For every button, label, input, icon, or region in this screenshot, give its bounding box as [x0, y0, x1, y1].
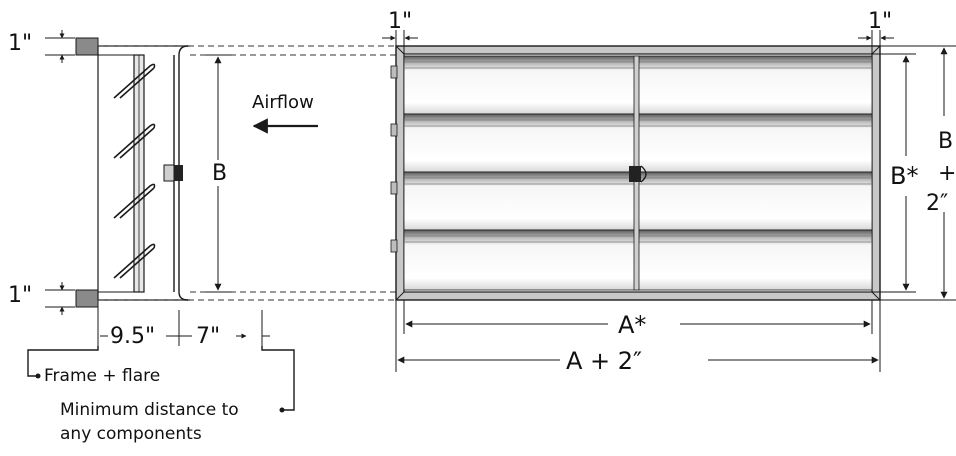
label-a-star: A*: [618, 311, 646, 339]
label-b-outer-plus: +: [938, 161, 956, 186]
side-actuator: [163, 164, 175, 182]
label-a-plus-2: A + 2″: [566, 347, 642, 375]
label-b-outer-b: B: [938, 129, 953, 154]
dimension-labels: 1" 1" 1" 1" Airflow B 9.5" 7" A* A + 2″ …: [8, 9, 956, 375]
front-actuator: [629, 166, 641, 182]
side-blades: [113, 63, 156, 279]
front-blades: [403, 55, 873, 291]
front-view: [382, 30, 956, 372]
label-1in-front-left: 1": [388, 9, 412, 34]
note-min-distance-line2: any components: [60, 424, 202, 444]
side-view: [27, 30, 396, 413]
label-frame-depth: 9.5": [110, 324, 155, 349]
note-frame-flare: Frame + flare: [44, 366, 161, 386]
note-min-distance-line1: Minimum distance to: [60, 400, 239, 420]
label-1in-front-right: 1": [868, 9, 892, 34]
label-side-height-b: B: [212, 161, 227, 186]
label-airflow: Airflow: [252, 92, 314, 113]
label-1in-bottom-left: 1": [8, 283, 32, 308]
top-mount-block: [75, 37, 99, 56]
label-1in-top-left: 1": [8, 31, 32, 56]
bottom-mount-block: [75, 289, 99, 308]
label-clearance: 7": [196, 324, 220, 349]
label-b-star: B*: [890, 162, 918, 190]
label-b-outer-2: 2″: [926, 191, 948, 216]
